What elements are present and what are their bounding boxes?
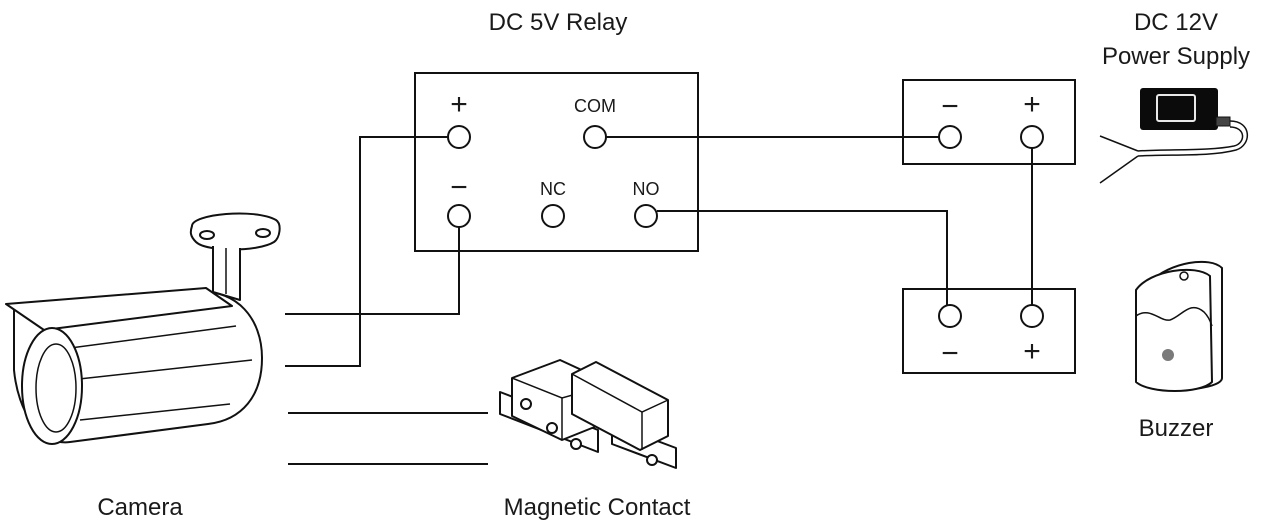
power-plus-terminal <box>1020 125 1044 149</box>
relay-module: + COM − NC NO <box>414 72 699 252</box>
camera-lens-inner <box>35 343 77 433</box>
buzzer-plus-terminal <box>1020 304 1044 328</box>
camera-label: Camera <box>97 494 183 521</box>
cctv-bullet-camera-icon <box>5 212 281 445</box>
magnetic-contact-label: Magnetic Contact <box>504 494 691 521</box>
contact-screw-4 <box>646 454 658 466</box>
buzzer-label: Buzzer <box>1139 415 1214 442</box>
power-terminal-block: − + <box>902 79 1076 165</box>
buzzer-terminal-block: − + <box>902 288 1076 374</box>
power-adapter-plug <box>1215 116 1231 127</box>
camera-body-seam-2 <box>79 403 231 421</box>
buzzer-hole <box>1179 271 1189 281</box>
relay-minus-label: − <box>450 171 468 204</box>
power-adapter-label <box>1156 94 1196 122</box>
power-adapter-cable-inner <box>1137 126 1244 152</box>
power-plus-label: + <box>1023 88 1041 121</box>
camera-mount-plate <box>189 212 281 251</box>
door-magnetic-contact-icon <box>499 359 677 469</box>
camera-sunshield <box>5 287 233 331</box>
relay-com-terminal <box>583 125 607 149</box>
camera-mount-screw-1 <box>199 230 215 240</box>
contact-screw-2 <box>546 422 558 434</box>
relay-plus-terminal <box>447 125 471 149</box>
power-supply-title-line2: Power Supply <box>1102 43 1250 70</box>
power-minus-terminal <box>938 125 962 149</box>
relay-minus-terminal <box>447 204 471 228</box>
power-terminal-box <box>902 79 1076 165</box>
relay-no-terminal <box>634 204 658 228</box>
contact-screw-3 <box>570 438 582 450</box>
camera-body-seam <box>69 359 253 381</box>
relay-nc-terminal <box>541 204 565 228</box>
buzzer-plus-label: + <box>1023 335 1041 368</box>
power-adapter-icon <box>1099 88 1248 184</box>
camera-lens-front <box>21 327 83 445</box>
buzzer-indicator <box>1162 349 1174 361</box>
wire-relay-plus-to-camera <box>285 136 448 367</box>
buzzer-terminal-box <box>902 288 1076 374</box>
contact-body-right <box>571 361 669 451</box>
relay-plus-label: + <box>450 88 468 121</box>
relay-nc-label: NC <box>540 179 566 199</box>
wire-relay-minus-to-camera <box>285 227 460 315</box>
wire-no-to-buzzer-minus <box>657 210 948 305</box>
power-supply-title-line1: DC 12V <box>1134 9 1218 36</box>
relay-no-label: NO <box>633 179 660 199</box>
power-minus-label: − <box>941 90 959 123</box>
power-adapter-cable <box>1137 120 1248 157</box>
power-adapter-lead-1 <box>1099 135 1139 152</box>
camera-mount-screw-2 <box>255 228 271 238</box>
contact-screw-1 <box>520 398 532 410</box>
buzzer-top-ridge <box>1135 306 1213 327</box>
buzzer-minus-terminal <box>938 304 962 328</box>
buzzer-front <box>1135 268 1213 392</box>
relay-title: DC 5V Relay <box>489 9 628 36</box>
relay-com-label: COM <box>574 96 616 116</box>
buzzer-minus-label: − <box>941 337 959 370</box>
wires <box>285 136 1033 465</box>
buzzer-icon <box>1135 260 1223 392</box>
power-adapter-lead-2 <box>1099 155 1139 184</box>
